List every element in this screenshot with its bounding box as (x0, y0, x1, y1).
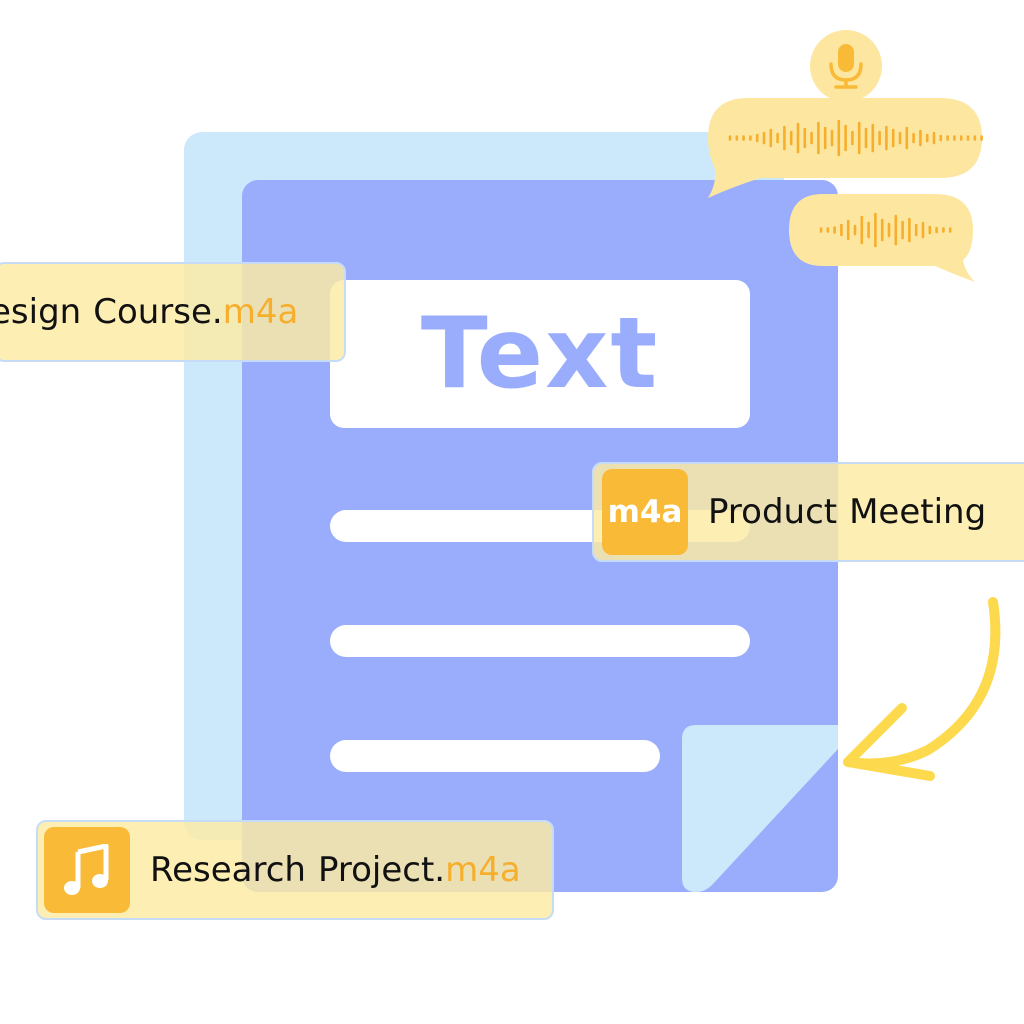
file-name: Research Project.m4a (150, 850, 521, 890)
file-chip-product-meeting[interactable]: m4a Product Meeting (592, 462, 1024, 562)
music-note-icon-glyph (64, 844, 109, 895)
file-chip-research-project[interactable]: Research Project.m4a (36, 820, 554, 920)
document-title-box: Text (330, 280, 750, 428)
curved-arrow-icon (843, 597, 1001, 781)
microphone-icon[interactable] (810, 30, 882, 102)
document-title: Text (420, 297, 660, 411)
file-name-word: esign (0, 292, 82, 332)
file-type-badge: m4a (602, 469, 688, 555)
file-name-word: Research (150, 850, 306, 890)
file-type-badge-label: m4a (607, 494, 683, 530)
file-chip-design-course[interactable]: esign Course.m4a (0, 262, 346, 362)
file-name-word: Meeting (849, 492, 987, 532)
microphone-icon-glyph (829, 44, 863, 89)
file-name: esign Course.m4a (0, 292, 298, 332)
voice-message-bubble (789, 194, 975, 282)
document-folded-corner (682, 725, 838, 892)
file-name: Product Meeting (708, 492, 986, 532)
file-name-word: Course. (93, 292, 223, 332)
file-extension: m4a (222, 292, 299, 332)
file-extension: m4a (445, 850, 521, 890)
music-note-icon (44, 827, 130, 913)
file-name-word: Product (708, 492, 838, 532)
voice-message-bubble (708, 98, 983, 198)
file-name-word: Project. (317, 850, 446, 890)
audio-waveform-icon (728, 119, 983, 157)
document-text-line (330, 625, 750, 657)
document-text-line (330, 740, 660, 772)
audio-waveform-icon (819, 212, 952, 248)
